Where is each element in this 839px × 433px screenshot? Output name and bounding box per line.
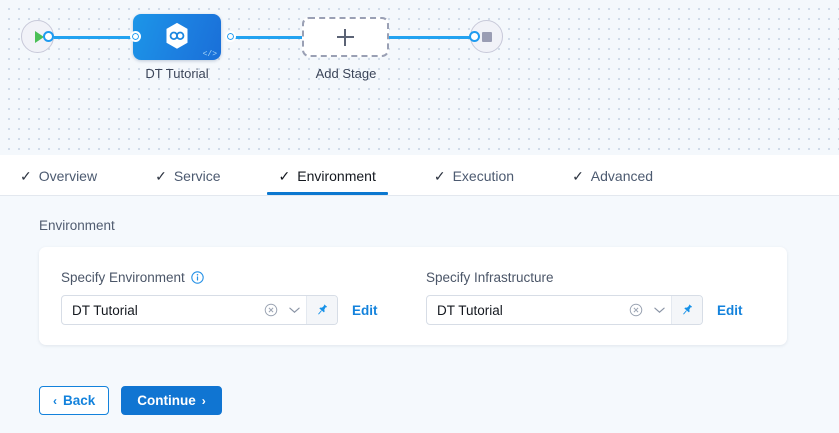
stage-node-dt-tutorial[interactable]: </> — [133, 14, 221, 60]
section-title: Environment — [39, 218, 115, 233]
specify-infrastructure-input-row: DT Tutorial — [426, 295, 743, 325]
pin-icon — [683, 304, 693, 315]
specify-environment-label-row: Specify Environment — [61, 269, 426, 285]
connector-add-to-end — [388, 36, 474, 39]
chevron-down-icon[interactable] — [647, 296, 671, 324]
tab-label: Service — [173, 168, 221, 184]
chevron-down-icon[interactable] — [282, 296, 306, 324]
end-node-port[interactable] — [469, 31, 480, 42]
check-icon: ✓ — [20, 168, 32, 184]
tab-execution[interactable]: ✓ Execution — [434, 155, 514, 195]
connector-stage-to-add — [230, 36, 304, 39]
wizard-footer: ‹ Back Continue › — [39, 386, 222, 415]
back-button-label: Back — [63, 393, 96, 408]
add-stage-button[interactable] — [302, 17, 389, 57]
field-label-text: Specify Environment — [61, 269, 185, 285]
field-label-text: Specify Infrastructure — [426, 269, 554, 285]
stage-tab-bar: ✓ Overview ✓ Service ✓ Environment ✓ Exe… — [0, 155, 839, 196]
environment-input[interactable]: DT Tutorial — [72, 302, 138, 318]
continue-button[interactable]: Continue › — [121, 386, 222, 415]
environment-combobox[interactable]: DT Tutorial — [61, 295, 338, 325]
infrastructure-edit-link[interactable]: Edit — [717, 302, 743, 318]
clear-circle-icon[interactable] — [260, 296, 282, 324]
environment-card: Specify Environment DT Tutorial — [39, 247, 787, 345]
pin-icon — [318, 304, 328, 315]
stage-node-output-port[interactable] — [225, 31, 236, 42]
tab-label: Advanced — [590, 168, 654, 184]
chevron-left-icon: ‹ — [53, 393, 57, 408]
environment-pin-button[interactable] — [306, 296, 337, 324]
hexagon-infinity-icon — [166, 22, 188, 49]
check-icon: ✓ — [572, 168, 584, 184]
pipeline-canvas[interactable]: </> DT Tutorial Add Stage — [0, 0, 839, 155]
chevron-right-icon: › — [201, 393, 206, 408]
check-icon: ✓ — [433, 168, 446, 184]
infrastructure-input[interactable]: DT Tutorial — [437, 302, 503, 318]
specify-environment-input-row: DT Tutorial — [61, 295, 426, 325]
tab-label: Environment — [297, 168, 376, 184]
stage-node-label: DT Tutorial — [145, 66, 209, 81]
add-stage-label: Add Stage — [315, 66, 377, 81]
environment-panel: Environment Specify Environment DT Tutor… — [0, 196, 839, 433]
tab-advanced[interactable]: ✓ Advanced — [572, 155, 653, 195]
plus-icon — [337, 28, 354, 46]
infrastructure-combobox[interactable]: DT Tutorial — [426, 295, 703, 325]
environment-edit-link[interactable]: Edit — [352, 302, 378, 318]
check-icon: ✓ — [278, 168, 291, 184]
play-icon — [34, 30, 44, 43]
specify-environment-field: Specify Environment DT Tutorial — [61, 269, 426, 325]
connector-start-to-stage — [44, 36, 136, 39]
tab-label: Overview — [38, 168, 98, 184]
specify-infrastructure-label-row: Specify Infrastructure — [426, 269, 743, 285]
tab-overview[interactable]: ✓ Overview — [20, 155, 97, 195]
specify-infrastructure-field: Specify Infrastructure DT Tutorial — [426, 269, 743, 325]
tab-service[interactable]: ✓ Service — [155, 155, 220, 195]
stop-icon — [481, 31, 492, 42]
clear-circle-icon[interactable] — [625, 296, 647, 324]
stage-node-input-port[interactable] — [130, 31, 141, 42]
check-icon: ✓ — [155, 168, 167, 184]
start-node-port[interactable] — [43, 31, 54, 42]
stage-code-badge: </> — [202, 50, 217, 59]
continue-button-label: Continue — [137, 393, 196, 408]
tab-environment[interactable]: ✓ Environment — [266, 155, 389, 195]
tab-label: Execution — [452, 168, 515, 184]
infrastructure-pin-button[interactable] — [671, 296, 702, 324]
back-button[interactable]: ‹ Back — [39, 386, 110, 415]
info-icon[interactable] — [191, 270, 204, 284]
